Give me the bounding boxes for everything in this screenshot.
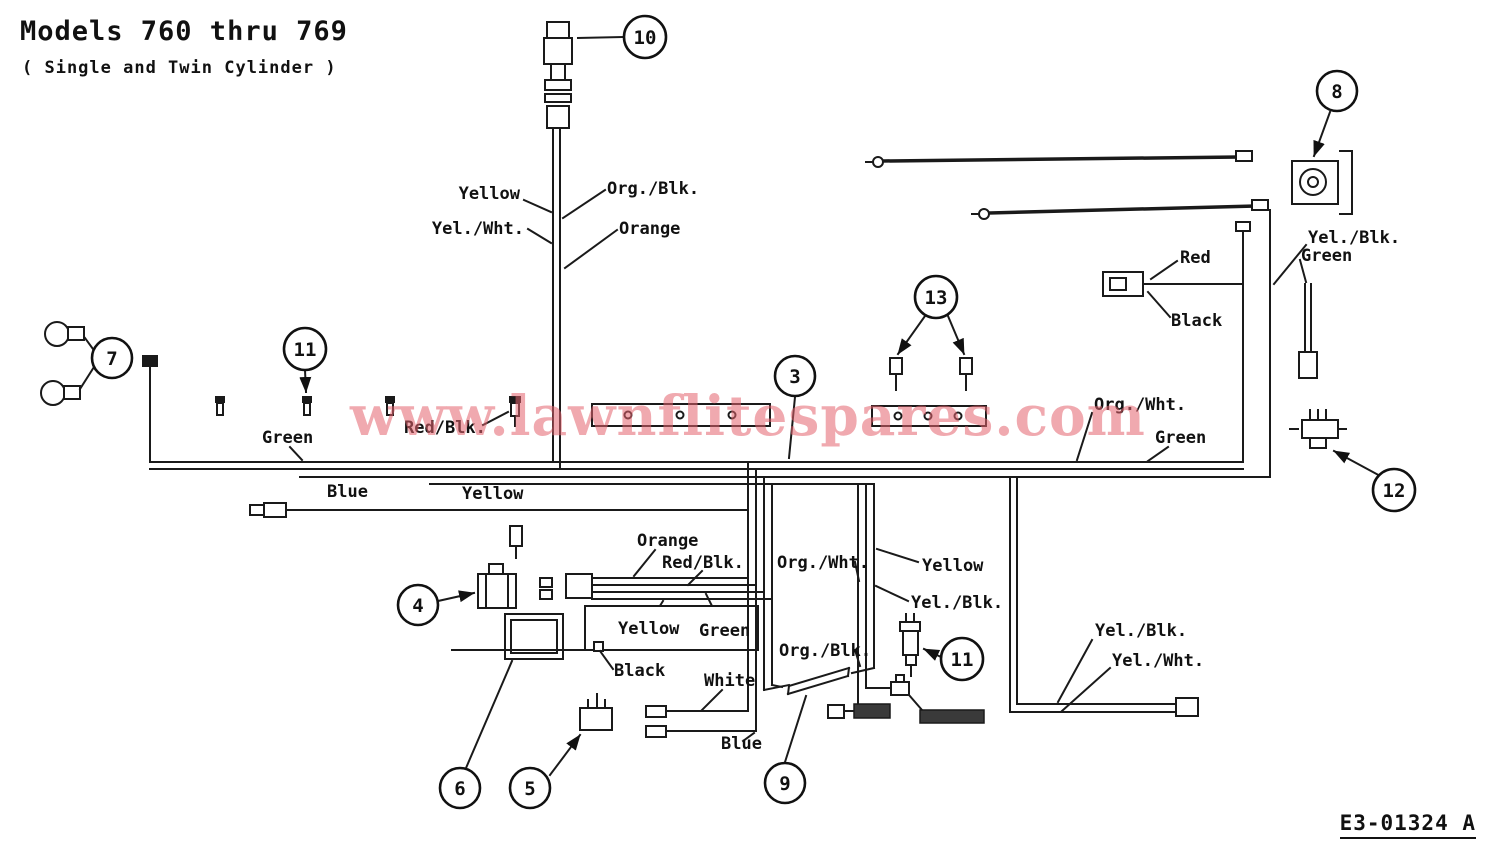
callout-5-number: 5	[524, 778, 535, 800]
starter-solenoid	[1291, 110, 1353, 215]
label-orange-top: Orange	[619, 219, 680, 239]
bottom-spade-connectors	[645, 688, 757, 743]
center-bundle-a	[747, 461, 791, 732]
callout-8-number: 8	[1331, 81, 1342, 103]
label-green-midright: Green	[1155, 428, 1206, 448]
callout-11a-circle	[282, 326, 328, 372]
label-black-bottom: Black	[614, 661, 665, 681]
small-connectors-mid	[509, 525, 553, 600]
callout-11b-circle	[939, 636, 985, 682]
left-harness-branch	[142, 355, 158, 463]
misc-label-leaders	[288, 368, 1170, 463]
label-yellow-midright: Yellow	[922, 556, 984, 576]
relay-connector-12	[1289, 409, 1386, 480]
callout-3-number: 3	[789, 366, 800, 388]
callout-9-number: 9	[779, 773, 790, 795]
callouts: 10 8 7 11 13 3 4 11 12 6 5 9	[90, 14, 1417, 810]
callout-11a-number: 11	[294, 339, 317, 361]
label-org-wht-mid: Org./Wht.	[777, 553, 869, 573]
right-vertical-wires	[1235, 209, 1271, 478]
terminal-bar-2	[871, 405, 987, 427]
diagram-number: E3-01324 A	[1339, 811, 1476, 839]
label-yellow-midleft: Yellow	[462, 484, 524, 504]
callout-8-circle	[1315, 69, 1359, 113]
key-switch	[543, 21, 573, 470]
label-orange-mid: Orange	[637, 531, 698, 551]
spark-plug-terminals	[889, 314, 973, 391]
callout-3-leader	[787, 395, 797, 460]
callout-7-circle	[90, 336, 134, 380]
callout-12-number: 12	[1383, 480, 1406, 502]
callout-10-leader	[576, 35, 625, 40]
label-blue-bottom: Blue	[721, 734, 762, 754]
terminal-bar-1	[591, 403, 771, 427]
label-yellow-bottom: Yellow	[618, 619, 680, 639]
four-wire-connector	[565, 548, 773, 624]
bulb-socket-4	[509, 396, 521, 427]
callout-13-number: 13	[925, 287, 948, 309]
safety-switch-4	[436, 563, 517, 609]
label-org-wht-right: Org./Wht.	[1094, 395, 1186, 415]
callout-9-circle	[763, 761, 807, 805]
label-blue-left: Blue	[327, 482, 368, 502]
right-bottom-run	[1009, 476, 1199, 717]
label-yel-blk-mid: Yel./Blk.	[911, 593, 1003, 613]
top-label-leaders	[522, 188, 619, 270]
label-org-blk-top: Org./Blk.	[607, 179, 699, 199]
label-red-blk-mid: Red/Blk.	[662, 553, 744, 573]
mid-label-leaders	[853, 547, 920, 668]
control-rod-1	[865, 150, 1253, 168]
label-white-bottom: White	[704, 671, 755, 691]
red-black-connector	[1102, 259, 1244, 319]
label-yellow-top: Yellow	[459, 184, 521, 204]
label-org-blk-bottom: Org./Blk.	[779, 641, 871, 661]
callout-6-number: 6	[454, 778, 465, 800]
module-outline	[584, 605, 759, 651]
callout-6-circle	[438, 766, 482, 810]
label-red-right: Red	[1180, 248, 1211, 268]
callout-7-number: 7	[106, 348, 117, 370]
label-yel-wht-top: Yel./Wht.	[432, 219, 524, 239]
lever-part-9	[783, 666, 851, 764]
page-subtitle: ( Single and Twin Cylinder )	[22, 58, 337, 78]
callout-4-circle	[396, 583, 440, 627]
headlamp-bulbs	[40, 321, 96, 406]
center-bundle-b	[827, 483, 985, 724]
plug-connector-5	[548, 693, 613, 777]
callout-10-number: 10	[634, 27, 657, 49]
interlock-module-6	[451, 613, 615, 770]
wire-labels: Yellow Org./Blk. Yel./Wht. Orange Red Ye…	[262, 179, 1400, 754]
callout-4-number: 4	[412, 595, 423, 617]
label-black-right: Black	[1171, 311, 1222, 331]
label-green-left: Green	[262, 428, 313, 448]
bulb-socket-3	[385, 396, 395, 416]
label-green-topright: Green	[1301, 246, 1352, 266]
callout-13-circle	[913, 274, 959, 320]
main-harness	[149, 461, 1271, 485]
fuse-holder-11b	[899, 613, 943, 677]
bulb-socket-2	[302, 396, 312, 416]
page-title: Models 760 thru 769	[20, 16, 348, 47]
callout-12-circle	[1371, 467, 1417, 513]
bulb-socket-1	[215, 396, 225, 416]
label-yel-wht-bottomright: Yel./Wht.	[1112, 651, 1204, 671]
label-red-blk-left: Red/Blk.	[404, 418, 486, 438]
control-rod-2	[971, 199, 1269, 220]
callout-10-circle	[622, 14, 668, 60]
label-green-bottom: Green	[699, 621, 750, 641]
right-wire-pair	[1272, 243, 1318, 379]
label-yel-blk-topright: Yel./Blk.	[1308, 228, 1400, 248]
label-yel-blk-bottomright: Yel./Blk.	[1095, 621, 1187, 641]
callout-5-circle	[508, 766, 552, 810]
callout-3-circle	[773, 354, 817, 398]
mid-wire-with-cap	[249, 502, 749, 518]
callout-11b-number: 11	[951, 649, 974, 671]
